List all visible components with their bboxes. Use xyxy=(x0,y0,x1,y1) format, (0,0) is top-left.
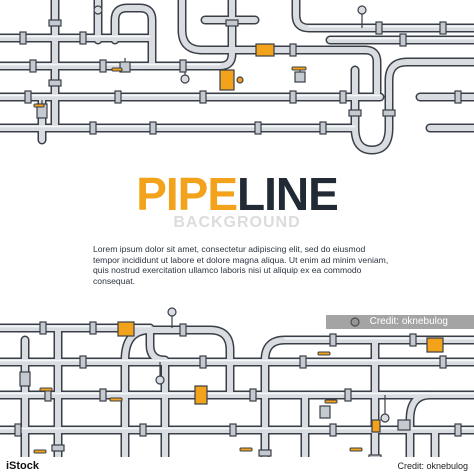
body-paragraph: Lorem ipsum dolor sit amet, consectetur … xyxy=(93,244,393,286)
watermark-band xyxy=(326,315,474,329)
watermark-author-name: oknebulog xyxy=(401,316,448,327)
stock-credit: Credit: oknebulog xyxy=(397,461,468,471)
stock-id: 1281279733 xyxy=(0,403,2,454)
watermark-author: Credit: oknebulog xyxy=(370,316,448,327)
body-line: quis nostrud exercitation ullamco labori… xyxy=(93,265,362,276)
stock-id-strip: 1281279733 xyxy=(0,400,14,474)
top-valves xyxy=(33,5,367,119)
body-line: Lorem ipsum dolor sit amet, consectetur … xyxy=(93,244,366,254)
bottom-couplings xyxy=(14,321,462,462)
stock-footer: iStock Credit: oknebulog xyxy=(0,457,474,474)
body-line: tempor incididunt ut labore et dolore ma… xyxy=(93,254,389,265)
subtitle: BACKGROUND xyxy=(173,214,301,231)
headline-word-2: LINE xyxy=(237,168,339,220)
headline-word-1: PIPE xyxy=(136,168,238,220)
body-line: consequat. xyxy=(93,275,136,286)
watermark-credit-label: Credit: xyxy=(369,316,400,327)
stock-logo: iStock xyxy=(6,460,40,472)
top-couplings xyxy=(19,19,462,135)
headline: PIPELINE xyxy=(0,171,474,217)
bottom-pipe-network xyxy=(0,323,474,474)
